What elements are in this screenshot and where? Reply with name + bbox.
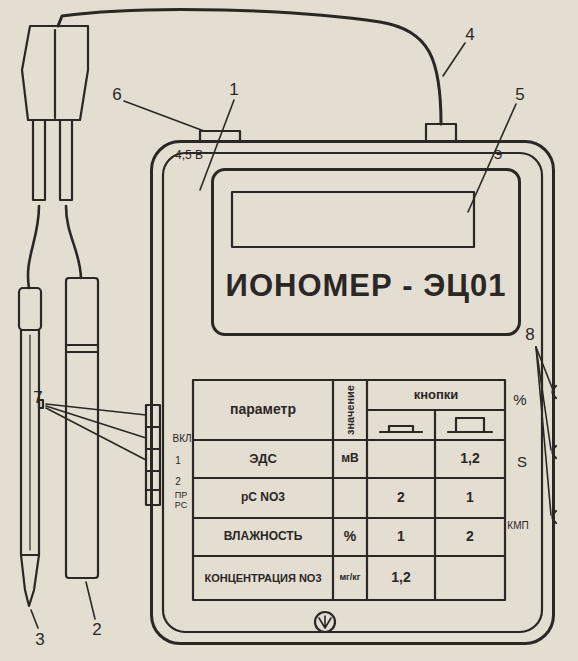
node-text: 4,5 В: [175, 149, 203, 162]
table-cell: мВ: [341, 452, 359, 465]
table-rule: [193, 439, 505, 441]
switch-divider: [146, 448, 160, 450]
electrode-band: [66, 351, 98, 353]
leader-line: [124, 101, 204, 131]
plug-pin: [33, 120, 45, 200]
switch-divider: [146, 470, 160, 472]
callout-number: 6: [112, 86, 121, 105]
button-label: %: [513, 392, 526, 409]
table-rule: [332, 380, 334, 600]
table-cell: %: [344, 529, 356, 544]
table-frame: [193, 380, 505, 600]
table-cell: 1: [397, 529, 405, 544]
table-header: значение: [344, 385, 356, 435]
electrode-cap: [19, 288, 41, 330]
table-rule: [367, 409, 505, 411]
long-button-icon: [448, 418, 492, 432]
callout-number: 8: [525, 326, 534, 345]
table-cell: мг/кг: [335, 573, 365, 583]
logo-mark: [319, 616, 331, 628]
electrode-wire: [28, 206, 39, 288]
callout-number: 3: [35, 631, 44, 650]
short-button-icon: [380, 426, 422, 432]
leader-line: [46, 404, 146, 415]
table-rule: [434, 410, 436, 600]
electrode-band: [66, 344, 98, 346]
switch-label: 1: [175, 455, 181, 466]
table-cell: КОНЦЕНТРАЦИЯ NO3: [200, 572, 326, 584]
table-cell: 1: [466, 490, 474, 505]
table-rule: [193, 517, 505, 519]
callout-number: 4: [465, 26, 474, 45]
plug-seam: [54, 30, 56, 118]
table-cell: ЭДС: [249, 452, 277, 466]
leader-line: [46, 408, 146, 460]
electrode-body: [21, 330, 39, 555]
table-header: кнопки: [414, 388, 459, 402]
electrode-tip: [21, 555, 39, 606]
callout-number: 2: [92, 621, 101, 640]
button-label: КМП: [507, 520, 528, 531]
plug-body: [22, 26, 88, 120]
housing-inner-outline: [163, 153, 542, 632]
table-header: параметр: [230, 402, 296, 417]
table-cell: 1,2: [391, 570, 410, 585]
table-cell: 2: [466, 529, 474, 544]
node-text: Э: [493, 149, 502, 162]
table-cell: ВЛАЖНОСТЬ: [224, 530, 303, 543]
table-rule: [193, 555, 505, 557]
leader-line: [443, 43, 465, 76]
leader-line: [200, 100, 234, 190]
plug-pin: [60, 120, 72, 200]
switch-divider: [146, 426, 160, 428]
callout-number: 7: [33, 389, 42, 408]
logo: [315, 612, 335, 632]
leader-lines: [31, 43, 553, 628]
leader-line: [31, 610, 38, 628]
leader-line: [468, 104, 516, 212]
button-label: S: [517, 454, 527, 471]
table-cell: 2: [397, 490, 405, 505]
table-rule: [366, 380, 368, 600]
device-title: ИОНОМЕР - ЭЦ01: [226, 269, 507, 303]
electrode-inner: [29, 335, 30, 550]
leader-line: [536, 347, 551, 515]
switch-label: ВКЛ: [172, 433, 191, 444]
table-rule: [193, 477, 505, 479]
leader-line: [86, 582, 95, 619]
callout-number: 1: [229, 81, 238, 100]
switch-divider: [146, 489, 160, 491]
switch-label: 2: [175, 476, 181, 487]
front-panel: ИОНОМЕР - ЭЦ01: [211, 168, 521, 336]
table-cell: рС NO3: [241, 491, 285, 504]
switch-label: ПР РС: [171, 491, 191, 511]
callout-number: 5: [515, 86, 524, 105]
cable: [58, 9, 441, 124]
switch-block: [146, 405, 160, 505]
electrode-wire: [66, 206, 81, 278]
table-cell: 1,2: [460, 451, 479, 466]
reference-electrode: [66, 278, 98, 578]
display-window: [232, 192, 474, 247]
